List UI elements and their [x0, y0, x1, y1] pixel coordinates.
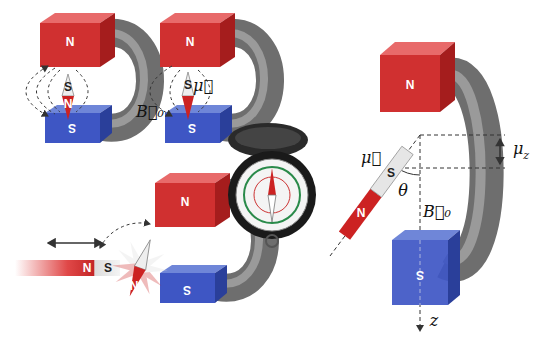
needle-letter: N [130, 280, 139, 292]
pole-letter: N [83, 262, 92, 274]
horseshoe-magnet [150, 13, 270, 143]
pole-letter: N [406, 79, 415, 91]
compass [228, 123, 316, 247]
pole-letter: S [68, 122, 76, 134]
vector-label: B⃗₀ [423, 204, 451, 220]
horseshoe-magnet-large [330, 42, 505, 331]
pole-letter: S [188, 122, 196, 134]
vector-label: μ⃗ [361, 150, 381, 166]
pole-letter: N [186, 36, 195, 48]
axis-label: z [430, 313, 438, 329]
needle-letter: N [357, 207, 366, 219]
horseshoe-magnet [26, 13, 150, 143]
pole-letter: S [416, 269, 424, 281]
needle-letter: S [184, 79, 192, 91]
pole-letter: S [183, 284, 191, 296]
needle-letter: N [64, 98, 73, 110]
vector-label: B⃗₀ [136, 104, 164, 120]
pole-letter: N [181, 196, 190, 208]
needle-letter: S [64, 81, 72, 93]
needle-letter: S [387, 167, 395, 179]
pole-letter: N [66, 36, 75, 48]
component-label: μz [513, 141, 529, 160]
pole-letter: S [104, 262, 112, 274]
vector-label: μ⃗ [193, 78, 213, 94]
bar-magnet [15, 243, 120, 276]
angle-label: θ [398, 183, 408, 199]
